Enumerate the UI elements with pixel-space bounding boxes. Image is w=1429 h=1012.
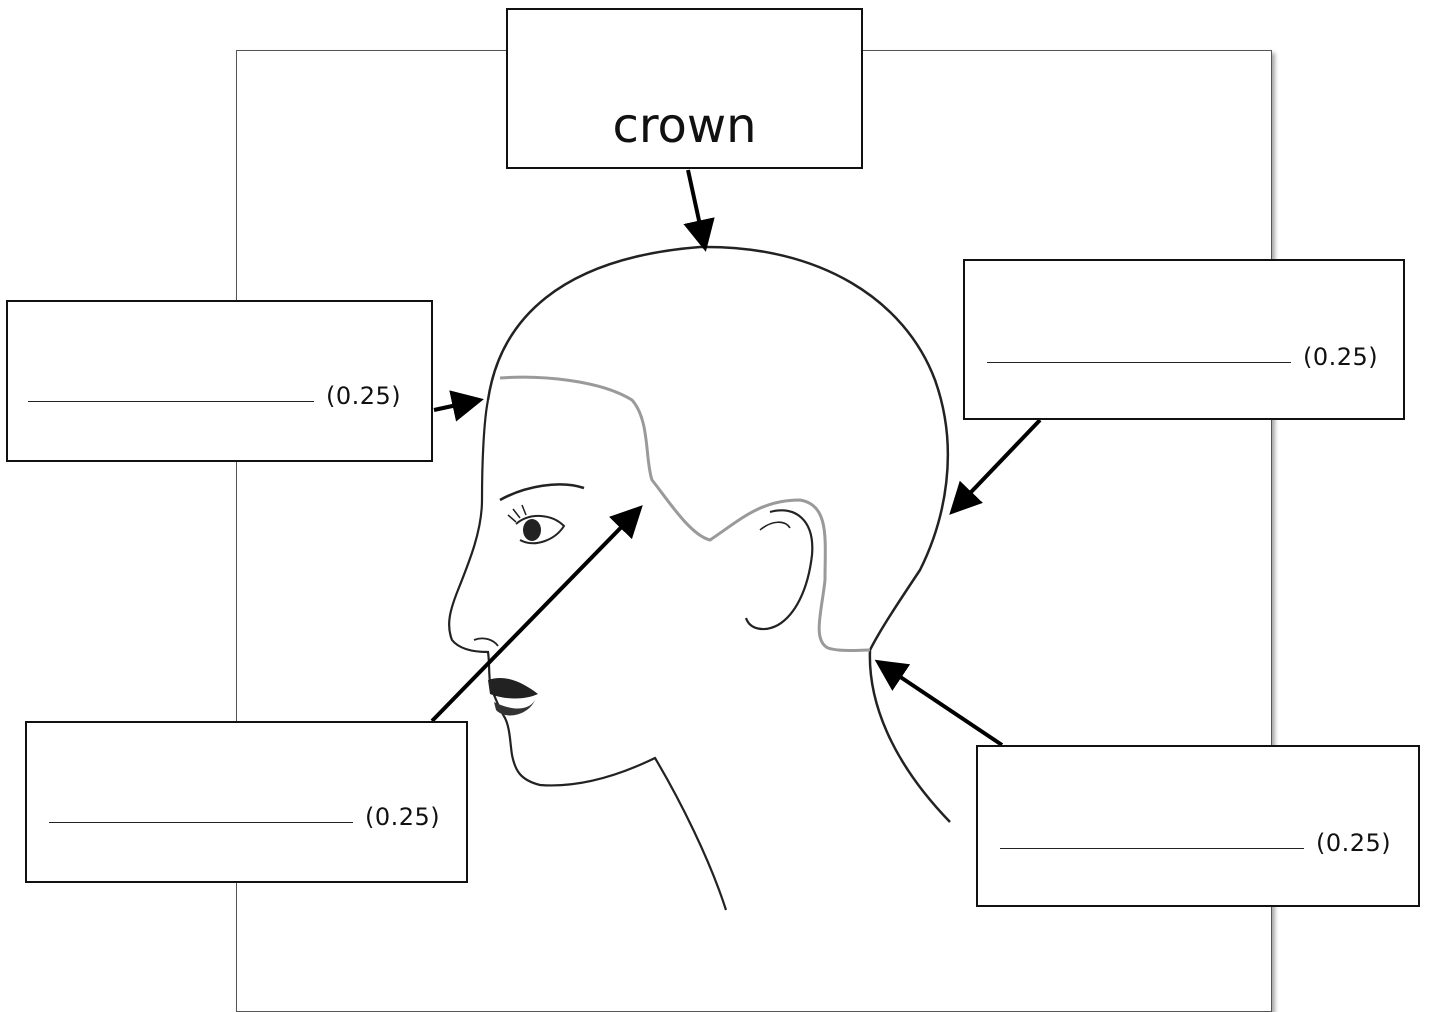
back-label-box: (0.25) (963, 259, 1405, 420)
answer-blank[interactable] (1000, 847, 1304, 849)
arrow-crown (683, 169, 715, 252)
arrow-nape (874, 659, 1004, 747)
crown-label: crown (612, 98, 757, 154)
ear (744, 509, 814, 631)
nape-label-box: (0.25) (976, 745, 1420, 907)
answer-blank[interactable] (987, 361, 1291, 363)
points-label: (0.25) (365, 803, 441, 831)
arrow-back (949, 418, 1042, 515)
eyebrow (499, 483, 585, 502)
answer-blank[interactable] (49, 821, 353, 823)
hairline (499, 375, 871, 652)
crown-label-box: crown (506, 8, 863, 169)
side-label-box: (0.25) (25, 721, 468, 883)
lips (488, 677, 538, 699)
points-label: (0.25) (326, 382, 402, 410)
answer-blank[interactable] (28, 400, 314, 402)
head-outline (486, 245, 951, 823)
points-label: (0.25) (1316, 829, 1392, 857)
eye (515, 515, 566, 545)
points-label: (0.25) (1303, 343, 1379, 371)
forehead-label-box: (0.25) (6, 300, 433, 462)
arrow-side (430, 505, 643, 723)
arrow-forehead (433, 390, 484, 422)
face-profile (448, 399, 728, 911)
